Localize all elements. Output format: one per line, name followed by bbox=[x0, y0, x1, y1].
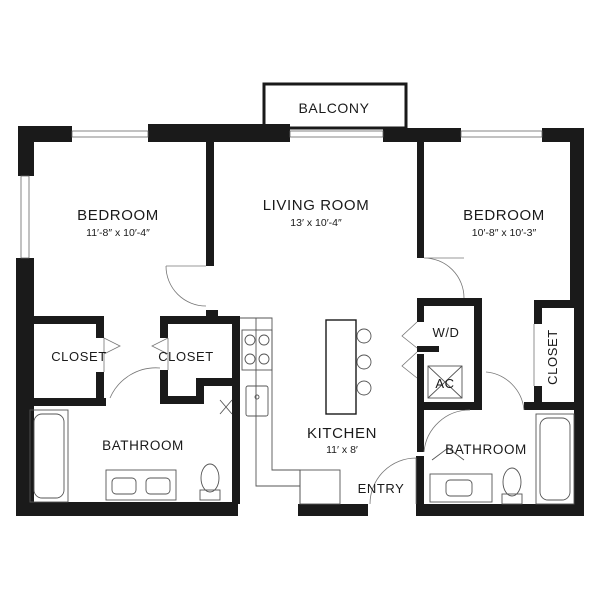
balcony bbox=[262, 82, 408, 130]
ac-label: AC bbox=[435, 376, 454, 391]
living-room-label: LIVING ROOM bbox=[263, 197, 370, 214]
bedroom-right-label: BEDROOM bbox=[463, 207, 545, 224]
interior-walls bbox=[26, 140, 580, 514]
kitchen-label: KITCHEN bbox=[307, 425, 377, 442]
bedroom-left-label: BEDROOM bbox=[77, 207, 159, 224]
exterior-walls bbox=[16, 124, 584, 516]
kitchen-fixtures bbox=[240, 317, 372, 505]
bathroom-right-label: BATHROOM bbox=[445, 442, 527, 457]
kitchen-dimensions: 11′ x 8′ bbox=[326, 444, 358, 456]
entry-label: ENTRY bbox=[358, 481, 405, 496]
balcony-label: BALCONY bbox=[298, 100, 369, 116]
windows bbox=[20, 130, 543, 259]
bedroom-right-dimensions: 10′-8″ x 10′-3″ bbox=[472, 227, 537, 239]
closet-left-label: CLOSET bbox=[51, 349, 107, 364]
bathroom-left-label: BATHROOM bbox=[102, 438, 184, 453]
washer-dryer-label: W/D bbox=[432, 325, 459, 340]
closet-right-label: CLOSET bbox=[545, 329, 560, 385]
room-labels: BALCONY LIVING ROOM 13′ x 10′-4″ BEDROOM… bbox=[51, 100, 560, 496]
closet-middle-label: CLOSET bbox=[158, 349, 214, 364]
door-swings bbox=[103, 257, 535, 505]
ac-unit bbox=[427, 365, 463, 399]
bathroom-right-fixtures bbox=[429, 413, 575, 505]
bedroom-left-dimensions: 11′-8″ x 10′-4″ bbox=[86, 227, 150, 239]
living-room-dimensions: 13′ x 10′-4″ bbox=[290, 217, 342, 229]
bathroom-left-fixtures bbox=[29, 399, 233, 503]
